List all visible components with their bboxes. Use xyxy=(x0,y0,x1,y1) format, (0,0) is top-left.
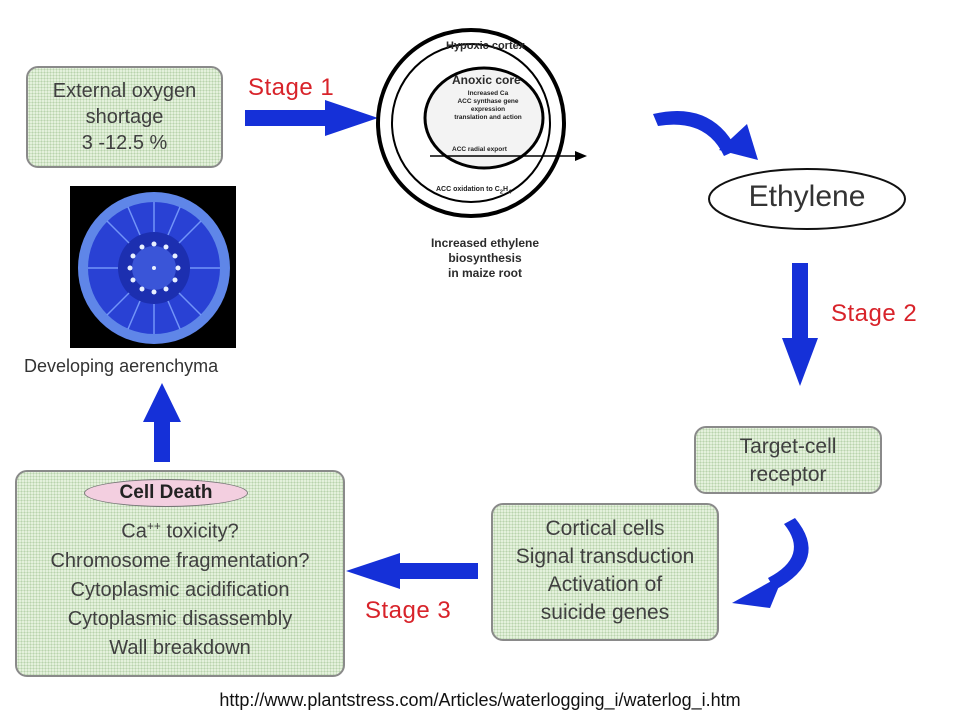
death-line-4: Cytoplasmic disassembly xyxy=(67,607,293,630)
curved-arrow-to-cortical-head xyxy=(732,574,784,608)
death-line-3: Cytoplasmic acidification xyxy=(70,578,290,601)
ethylene-label: Ethylene xyxy=(748,180,866,213)
anoxic-core xyxy=(423,66,545,170)
root-spokes xyxy=(88,202,220,334)
target-line-2: receptor xyxy=(749,463,827,486)
aerenchyma-up-arrow xyxy=(143,383,181,462)
stage-2-label: Stage 2 xyxy=(831,300,918,327)
oxygen-line-1: External oxygen xyxy=(52,80,197,102)
cortical-line-4: suicide genes xyxy=(540,601,670,624)
death-line-5: Wall breakdown xyxy=(109,636,251,659)
hypoxic-cortex-label: Hypoxic cortex xyxy=(446,40,525,52)
ethylene-ellipse xyxy=(708,168,906,230)
stage-1-label: Stage 1 xyxy=(248,74,335,101)
oxygen-line-2: shortage xyxy=(85,106,164,128)
acc-export-arrowhead xyxy=(575,151,587,161)
death-line-1: Ca++ toxicity? xyxy=(121,519,239,543)
curved-arrow-to-ethylene-head xyxy=(719,124,758,160)
target-cell-receptor-box: Target-cell receptor xyxy=(694,426,882,494)
root-vessels xyxy=(127,241,181,295)
source-url[interactable]: http://www.plantstress.com/Articles/wate… xyxy=(219,690,741,710)
cortical-line-1: Cortical cells xyxy=(545,517,665,540)
stage-2-arrow xyxy=(782,263,818,386)
cell-death-title: Cell Death xyxy=(84,479,248,507)
acc-oxidation-label: ACC oxidation to C2H4 xyxy=(436,186,512,196)
anoxic-core-label: Anoxic core xyxy=(452,73,521,87)
curved-arrow-to-cortical xyxy=(768,518,809,590)
stage-3-arrow xyxy=(346,553,478,589)
cortical-line-2: Signal transduction xyxy=(515,545,695,568)
stage-1-arrow xyxy=(245,100,378,136)
stage-3-label: Stage 3 xyxy=(365,597,452,624)
death-line-2: Chromosome fragmentation? xyxy=(50,549,310,572)
oxygen-shortage-box: External oxygen shortage 3 -12.5 % xyxy=(26,66,223,168)
biosynthesis-caption: Increased ethylene biosynthesis in maize… xyxy=(430,236,540,280)
curved-arrow-to-ethylene xyxy=(653,110,737,156)
acc-export-label: ACC radial export xyxy=(452,146,507,153)
cortical-line-3: Activation of xyxy=(547,573,663,596)
target-line-1: Target-cell xyxy=(739,435,837,458)
developing-aerenchyma-label: Developing aerenchyma xyxy=(24,356,219,376)
anoxic-core-details: Increased Ca ACC synthase gene expressio… xyxy=(454,90,522,121)
oxygen-line-3: 3 -12.5 % xyxy=(81,132,168,154)
cortical-cells-box: Cortical cells Signal transduction Activ… xyxy=(491,503,719,641)
